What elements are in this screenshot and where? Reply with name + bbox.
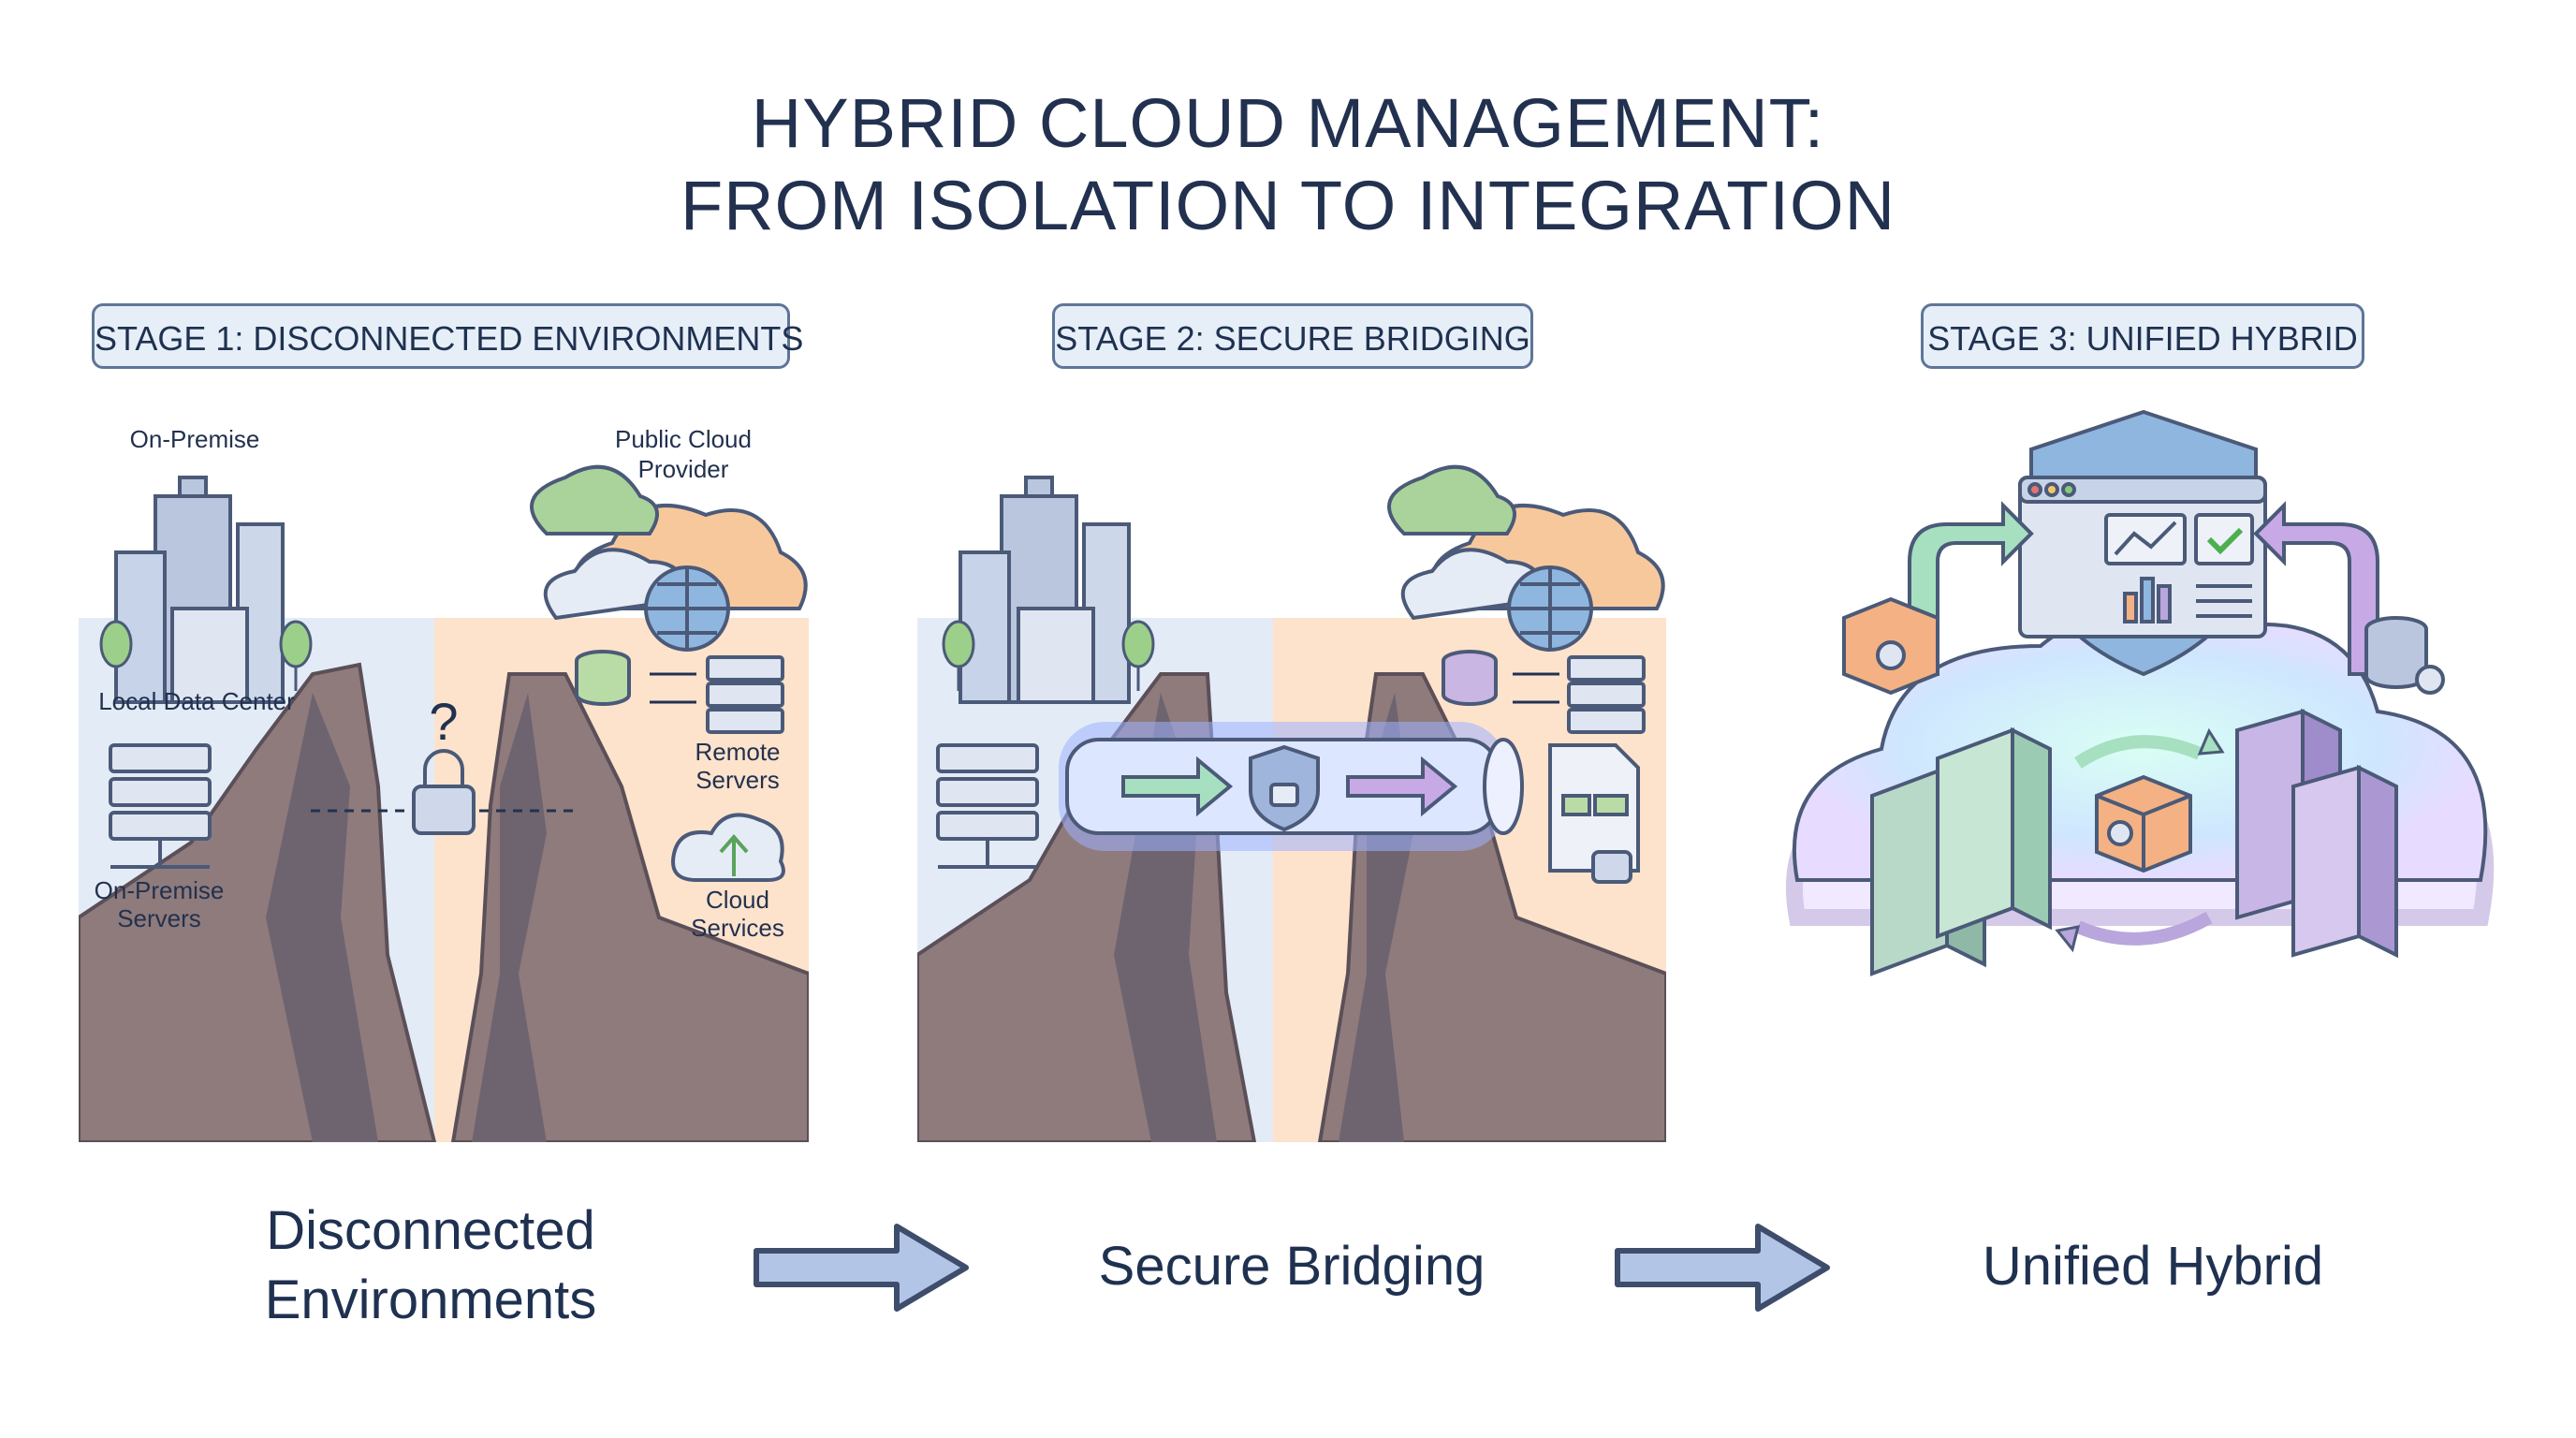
title-line-2: FROM ISOLATION TO INTEGRATION	[680, 167, 1896, 244]
label-remote-servers-2: Servers	[695, 766, 780, 794]
cycle-arrow-bottom	[2075, 911, 2213, 946]
stage-1-caption-line-2: Environments	[264, 1269, 597, 1330]
remote-server-icon	[706, 655, 784, 734]
stage-1-caption-line-1: Disconnected	[266, 1200, 595, 1261]
progress-arrow-1	[754, 1224, 969, 1312]
server-tower-icon	[2235, 708, 2398, 959]
stage-2-caption: Secure Bridging	[1098, 1236, 1486, 1297]
stage-1-tag: STAGE 1: DISCONNECTED ENVIRONMENTS	[92, 303, 803, 369]
stage-1-illustration: ? On-Premise Public Cloud Provider Local…	[79, 425, 809, 1142]
database-gear-icon	[2364, 616, 2445, 695]
cloud-upload-icon	[671, 813, 785, 882]
server-rack-icon	[936, 743, 1039, 869]
stage-1-caption: Disconnected Environments	[187, 1196, 674, 1335]
public-cloud-icon	[1387, 464, 1665, 652]
padlock-icon	[412, 749, 476, 835]
stage-2-illustration	[917, 464, 1666, 1142]
office-buildings-icon	[114, 476, 285, 704]
stage-3-illustration	[1785, 409, 2495, 976]
sync-arrows-icon	[1513, 672, 1559, 704]
stage-3-caption: Unified Hybrid	[1982, 1236, 2324, 1297]
label-on-premise: On-Premise	[130, 425, 260, 453]
flow-arrow-left	[1908, 501, 2034, 676]
database-icon	[1442, 650, 1498, 706]
server-tower-icon	[1870, 726, 2052, 976]
document-icon	[1548, 743, 1640, 884]
label-on-prem-servers-2: Servers	[117, 904, 201, 932]
tree-icon	[99, 620, 313, 691]
label-public-cloud-1: Public Cloud	[615, 425, 752, 453]
page-title: HYBRID CLOUD MANAGEMENT: FROM ISOLATION …	[0, 82, 2576, 247]
label-cloud-services-2: Services	[691, 914, 784, 942]
progress-arrow-2	[1615, 1224, 1830, 1312]
server-rack-icon	[109, 743, 212, 869]
remote-server-icon	[1567, 655, 1646, 734]
tree-icon	[942, 620, 1155, 691]
cycle-arrow-top	[2074, 735, 2203, 769]
stage-2-tag: STAGE 2: SECURE BRIDGING	[1052, 303, 1533, 369]
label-local-data-center: Local Data Center	[98, 687, 295, 715]
public-cloud-icon	[530, 464, 808, 652]
label-cloud-services-1: Cloud	[706, 886, 769, 914]
sync-arrows-icon	[650, 672, 696, 704]
question-mark: ?	[429, 692, 458, 751]
office-buildings-icon	[959, 476, 1131, 704]
gear-cube-icon	[1842, 596, 1939, 696]
right-cliff	[450, 672, 809, 1142]
title-line-1: HYBRID CLOUD MANAGEMENT:	[751, 84, 1825, 162]
database-icon	[575, 650, 631, 706]
label-remote-servers-1: Remote	[695, 738, 780, 766]
label-on-prem-servers-1: On-Premise	[95, 876, 225, 904]
stage-3-tag: STAGE 3: UNIFIED HYBRID	[1921, 303, 2364, 369]
management-dashboard	[2018, 476, 2267, 638]
label-public-cloud-2: Provider	[638, 455, 729, 483]
package-box-icon	[2095, 774, 2192, 873]
secure-tunnel	[1059, 722, 1524, 851]
flow-arrow-right	[2253, 501, 2379, 676]
left-cliff-shadow	[266, 693, 378, 1142]
right-cliff-shadow	[472, 693, 547, 1142]
